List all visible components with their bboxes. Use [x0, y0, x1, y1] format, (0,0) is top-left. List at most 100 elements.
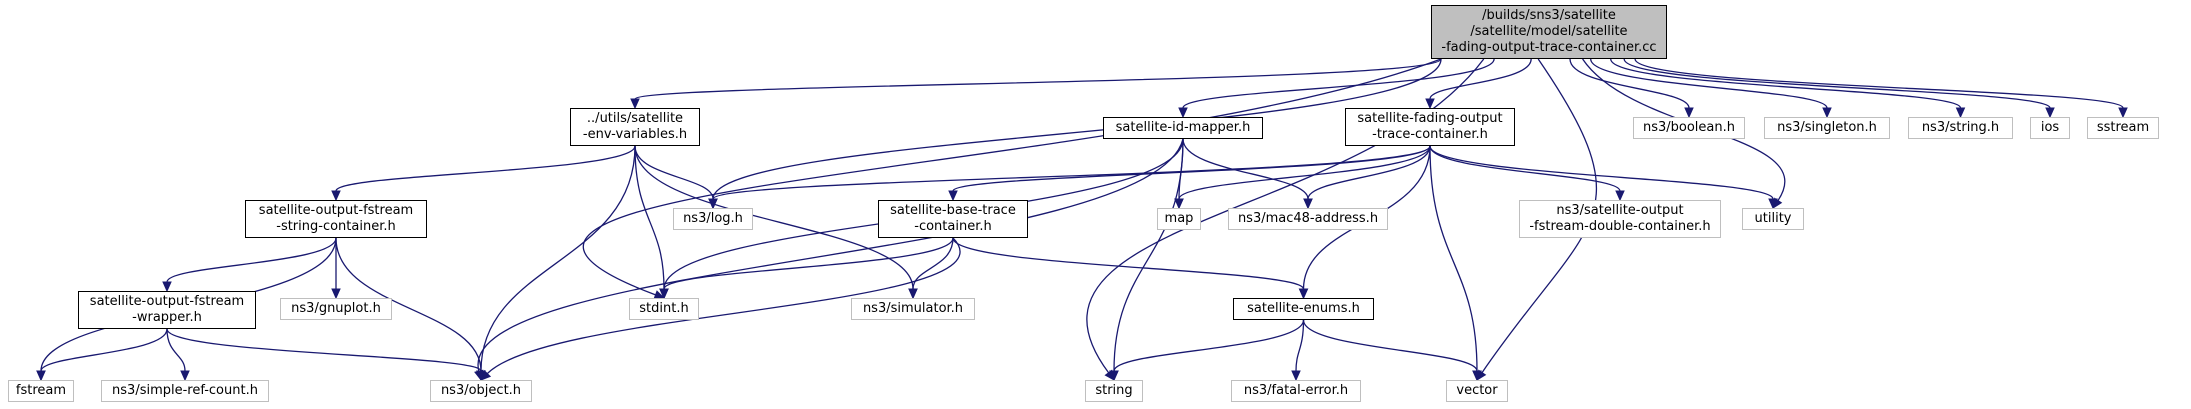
node-stdint[interactable]: stdint.h — [629, 298, 699, 320]
node-label: ns3/boolean.h — [1642, 120, 1735, 135]
node-object[interactable]: ns3/object.h — [430, 380, 532, 402]
edge-fadingout-to-utility — [1429, 145, 1774, 200]
node-label: ns3/singleton.h — [1777, 120, 1877, 135]
node-label: map — [1164, 211, 1194, 226]
node-label: stdint.h — [639, 301, 689, 316]
node-label: sstream — [2096, 120, 2150, 135]
node-label: satellite-output-fstream -string-contain… — [258, 203, 414, 234]
edge-envvars-to-stdint — [634, 145, 665, 290]
node-map[interactable]: map — [1157, 208, 1201, 230]
edge-enums-to-fatal — [1295, 319, 1305, 372]
node-label: ns3/object.h — [440, 383, 522, 398]
edge-wrapper-to-simpleref — [166, 328, 186, 372]
edge-basetrace-to-object — [486, 237, 961, 375]
edge-envvars-to-simulator — [634, 145, 914, 290]
arrowhead-root-to-sstream — [2118, 107, 2128, 119]
node-string[interactable]: string — [1085, 380, 1143, 402]
node-simple-ref-count[interactable]: ns3/simple-ref-count.h — [101, 380, 269, 402]
arrowhead-wrapper-to-object — [476, 370, 486, 382]
edge-root-to-fadingout — [1429, 58, 1532, 100]
edge-wrapper-to-fstream — [40, 328, 168, 372]
edge-fstreamstr-to-object — [335, 237, 482, 372]
node-label: ns3/satellite-output -fstream-double-con… — [1529, 203, 1711, 234]
arrowhead-fstreamstr-to-wrapper — [162, 281, 172, 293]
node-satellite-enums[interactable]: satellite-enums.h — [1233, 298, 1374, 320]
arrowhead-fadingout-to-basetrace — [948, 190, 958, 202]
edge-root-to-sstream — [1634, 58, 2124, 109]
node-label: satellite-output-fstream -wrapper.h — [89, 294, 245, 325]
node-label: fstream — [15, 383, 67, 398]
edge-envvars-to-log — [634, 145, 714, 200]
node-label: satellite-base-trace -container.h — [890, 203, 1016, 234]
arrowhead-root-to-idmapper — [1178, 107, 1188, 119]
arrowhead-wrapper-to-fstream — [36, 370, 46, 382]
edge-fadingout-to-map — [1178, 145, 1431, 200]
node-fstream-wrapper[interactable]: satellite-output-fstream -wrapper.h — [78, 291, 256, 329]
node-root-file[interactable]: /builds/sns3/satellite /satellite/model/… — [1431, 5, 1667, 59]
arrowhead-root-to-fadingout — [1425, 98, 1435, 110]
node-simulator[interactable]: ns3/simulator.h — [851, 298, 975, 320]
arrowhead-enums-to-string — [1109, 370, 1119, 382]
edge-root-to-nsstring — [1610, 58, 1962, 109]
arrowhead-root-to-envvars — [630, 98, 640, 110]
arrowhead-enums-to-vector — [1472, 370, 1482, 382]
node-ns3-string[interactable]: ns3/string.h — [1908, 117, 2013, 139]
node-label: vector — [1456, 383, 1498, 398]
node-sstream[interactable]: sstream — [2087, 117, 2159, 139]
node-gnuplot[interactable]: ns3/gnuplot.h — [280, 298, 392, 320]
node-fading-output-trace[interactable]: satellite-fading-output -trace-container… — [1345, 108, 1515, 146]
node-env-variables[interactable]: ../utils/satellite -env-variables.h — [570, 108, 700, 146]
edge-fadingout-to-vector — [1429, 145, 1478, 372]
edge-basetrace-to-simulator — [912, 237, 954, 290]
arrowhead-basetrace-to-enums — [1298, 288, 1309, 300]
edge-envvars-to-fstreamstr — [335, 145, 636, 192]
node-label: ns3/mac48-address.h — [1237, 211, 1379, 226]
edge-root-to-idmapper — [1182, 58, 1495, 109]
arrowhead-root-to-singleton — [1822, 107, 1832, 119]
node-fstream-double-container[interactable]: ns3/satellite-output -fstream-double-con… — [1519, 200, 1721, 238]
node-fstream[interactable]: fstream — [8, 380, 74, 402]
node-label: ns3/gnuplot.h — [291, 301, 381, 316]
edge-wrapper-to-object — [166, 328, 482, 372]
node-ios[interactable]: ios — [2030, 117, 2070, 139]
node-label: ios — [2040, 120, 2060, 135]
arrowhead-basetrace-to-simulator — [908, 288, 918, 300]
arrowhead-enums-to-fatal — [1291, 370, 1301, 382]
node-label: ns3/simulator.h — [862, 301, 964, 316]
node-utility[interactable]: utility — [1742, 208, 1804, 230]
node-vector[interactable]: vector — [1446, 380, 1508, 402]
arrowhead-root-to-nsstring — [1955, 107, 1966, 119]
node-log[interactable]: ns3/log.h — [673, 208, 753, 230]
arrowhead-fadingout-to-map — [1174, 198, 1184, 210]
edge-root-to-log — [712, 58, 1442, 200]
node-fatal-error[interactable]: ns3/fatal-error.h — [1231, 380, 1361, 402]
arrowhead-wrapper-to-simpleref — [180, 370, 190, 382]
node-label: satellite-fading-output -trace-container… — [1357, 111, 1503, 142]
node-label: string — [1095, 383, 1133, 398]
edge-idmapper-to-string — [1113, 138, 1184, 372]
node-label: ns3/string.h — [1921, 120, 2000, 135]
edge-root-to-singleton — [1590, 58, 1828, 109]
edge-fadingout-to-log — [712, 145, 1431, 200]
edge-enums-to-vector — [1302, 319, 1478, 372]
node-id-mapper[interactable]: satellite-id-mapper.h — [1103, 117, 1263, 139]
node-boolean[interactable]: ns3/boolean.h — [1633, 117, 1745, 139]
edge-root-to-ios — [1623, 58, 2051, 109]
edge-idmapper-to-mac48 — [1182, 138, 1309, 200]
node-mac48-address[interactable]: ns3/mac48-address.h — [1228, 208, 1388, 230]
node-fstream-string-container[interactable]: satellite-output-fstream -string-contain… — [245, 200, 427, 238]
edge-idmapper-to-object — [477, 138, 1184, 372]
node-label: ns3/fatal-error.h — [1243, 383, 1349, 398]
node-label: ../utils/satellite -env-variables.h — [582, 111, 688, 142]
edge-fadingout-to-mac48 — [1307, 145, 1431, 200]
arrowhead-envvars-to-fstreamstr — [331, 190, 341, 202]
node-singleton[interactable]: ns3/singleton.h — [1764, 117, 1890, 139]
arrowhead-fadingout-to-mac48 — [1303, 198, 1313, 210]
edge-basetrace-to-stdint — [663, 237, 954, 290]
edge-basetrace-to-enums — [952, 237, 1305, 290]
node-label: satellite-id-mapper.h — [1115, 120, 1251, 135]
arrowhead-fstreamstr-to-gnuplot — [331, 288, 341, 300]
edge-root-to-stdint — [582, 58, 1442, 296]
node-base-trace-container[interactable]: satellite-base-trace -container.h — [878, 200, 1028, 238]
